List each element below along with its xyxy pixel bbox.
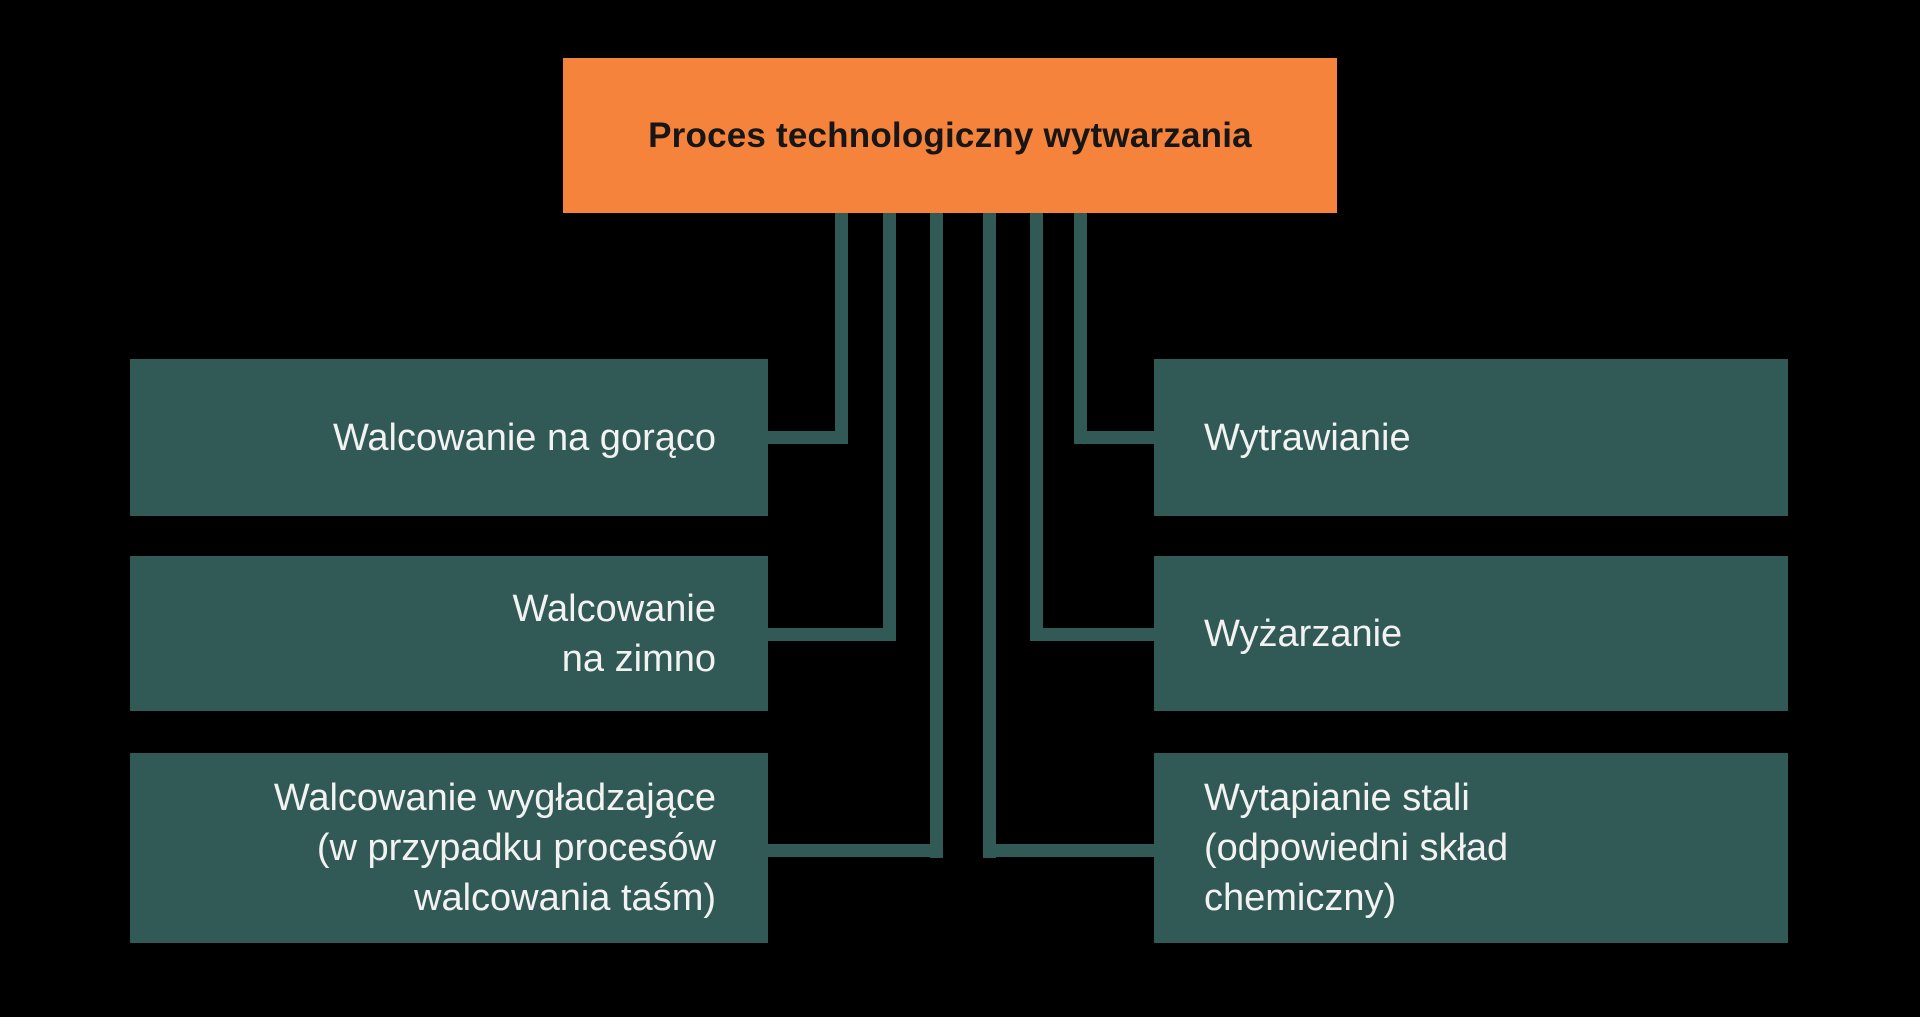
connector-wyzarzanie-horizontal bbox=[1030, 628, 1154, 641]
node-label-line: Wyżarzanie bbox=[1204, 612, 1403, 655]
root-node-label: Proces technologiczny wytwarzania bbox=[648, 115, 1252, 155]
node-walcowanie-wygladzajace: Walcowanie wygładzające (w przypadku pro… bbox=[130, 753, 768, 943]
node-wytapianie-stali: Wytapianie stali (odpowiedni skład chemi… bbox=[1154, 753, 1788, 943]
connector-wytrawianie-horizontal bbox=[1074, 431, 1154, 444]
node-label-line: na zimno bbox=[561, 637, 716, 680]
connector-wytrawianie-vertical bbox=[1074, 213, 1087, 444]
connector-walcowanie-na-goraco-horizontal bbox=[768, 431, 848, 444]
connector-walcowanie-na-zimno-horizontal bbox=[768, 628, 896, 641]
connector-wyzarzanie-vertical bbox=[1030, 213, 1043, 641]
connector-walcowanie-wygladzajace-horizontal bbox=[768, 844, 943, 857]
node-wytrawianie: Wytrawianie bbox=[1154, 359, 1788, 516]
node-label-line: (odpowiedni skład bbox=[1204, 827, 1509, 869]
connector-walcowanie-wygladzajace-vertical bbox=[930, 213, 943, 858]
node-label-line: Wytapianie stali bbox=[1204, 777, 1470, 819]
node-walcowanie-na-zimno: Walcowanie na zimno bbox=[130, 556, 768, 711]
connector-walcowanie-na-zimno-vertical bbox=[883, 213, 896, 641]
node-wyzarzanie: Wyżarzanie bbox=[1154, 556, 1788, 711]
node-label-line: Walcowanie bbox=[512, 587, 716, 630]
node-label-line: Walcowanie wygładzające bbox=[273, 777, 716, 819]
connector-wytapianie-stali-vertical bbox=[983, 213, 996, 858]
node-label-line: Wytrawianie bbox=[1204, 416, 1411, 459]
node-walcowanie-na-goraco: Walcowanie na gorąco bbox=[130, 359, 768, 516]
connector-walcowanie-na-goraco-vertical bbox=[835, 213, 848, 444]
node-label-line: walcowania taśm) bbox=[414, 877, 716, 919]
node-label-line: Walcowanie na gorąco bbox=[332, 416, 716, 459]
root-node-proces-technologiczny: Proces technologiczny wytwarzania bbox=[563, 58, 1337, 213]
node-label-line: chemiczny) bbox=[1204, 877, 1397, 919]
node-label-line: (w przypadku procesów bbox=[316, 827, 716, 869]
connector-wytapianie-stali-horizontal bbox=[983, 844, 1154, 857]
